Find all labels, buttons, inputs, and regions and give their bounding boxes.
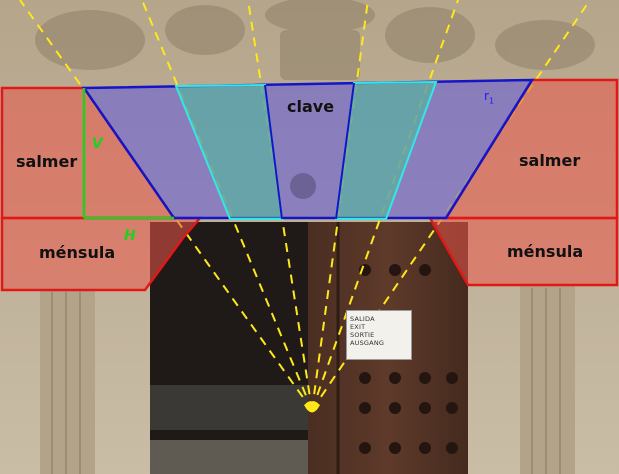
radius-label: r1: [484, 89, 495, 106]
exit-sign-line-4: AUSGANG: [350, 339, 385, 347]
pilaster-fluting: [51, 288, 561, 474]
vertical-label: V: [92, 136, 103, 152]
corbel-left-label: ménsula: [39, 243, 116, 262]
right-pilaster: [520, 285, 575, 474]
keystone-edge-right: [335, 82, 355, 220]
exit-sign-line-2: EXIT: [350, 323, 366, 331]
keystone-rosette: [290, 173, 316, 199]
exit-sign-line-3: SORTIE: [350, 331, 375, 339]
springer-right-label: salmer: [519, 151, 581, 170]
corbel-right-label: ménsula: [507, 242, 584, 261]
interior-window: [150, 385, 310, 430]
keystone-edge-left: [264, 84, 283, 220]
interior-floor: [150, 440, 310, 474]
horizontal-label: H: [124, 228, 136, 244]
exit-sign-line-1: SALIDA: [350, 315, 375, 323]
convergence-point: [304, 402, 320, 413]
exit-sign: SALIDA EXIT SORTIE AUSGANG: [346, 310, 412, 360]
keystone-label: clave: [287, 97, 335, 116]
door-studs: [359, 264, 458, 454]
carved-relief: [35, 0, 595, 80]
springer-left-label: salmer: [16, 152, 78, 171]
left-pilaster: [40, 290, 95, 474]
door-opening-dark: [150, 222, 310, 474]
